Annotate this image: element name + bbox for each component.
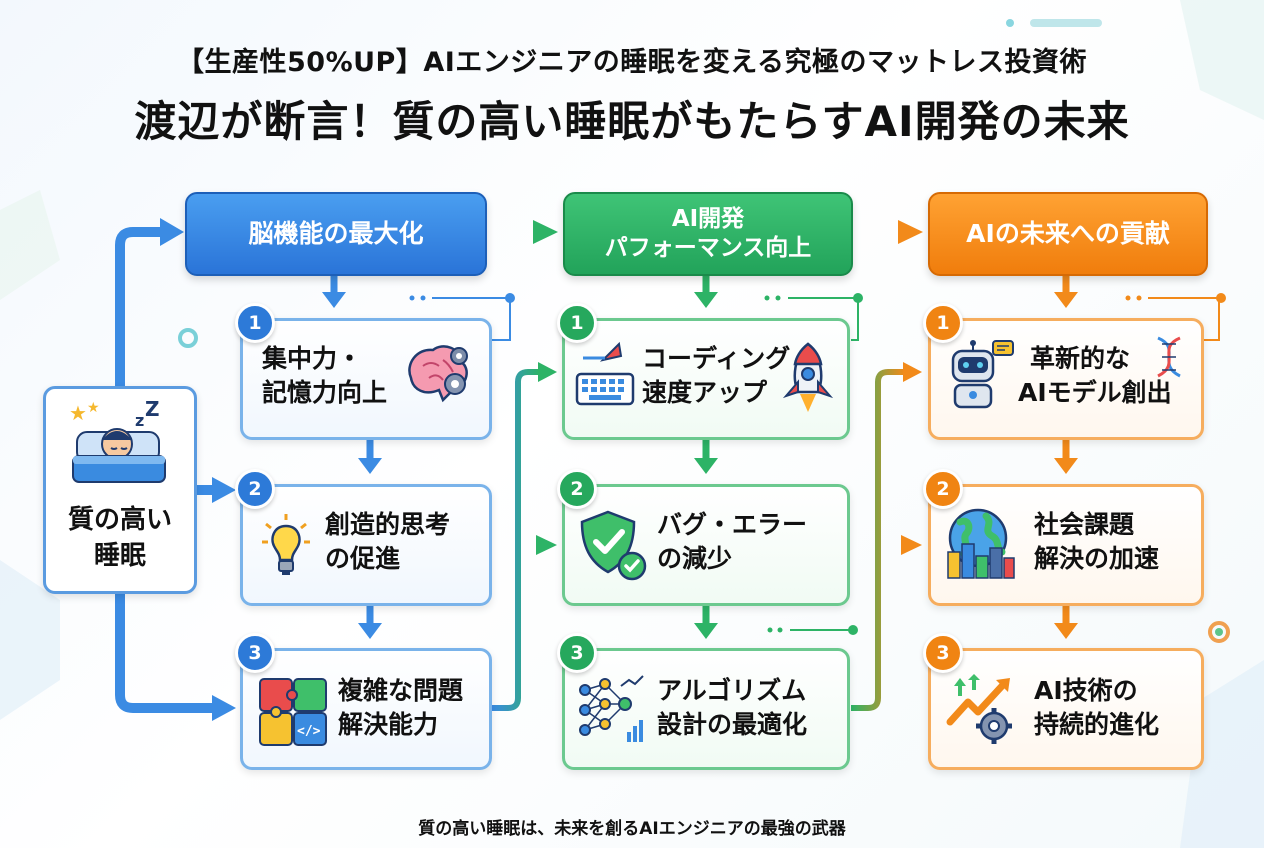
svg-text:z: z	[135, 411, 144, 430]
page-title: 渡辺が断言！質の高い睡眠がもたらすAI開発の未来	[134, 97, 1130, 146]
item-label: AI技術の持続的進化	[1034, 676, 1160, 739]
sleeping-person-icon: ★ ★ z Z	[69, 398, 166, 483]
rocket-keyboard-icon	[575, 341, 635, 406]
step-number: 1	[557, 303, 597, 343]
svg-text:★: ★	[87, 400, 100, 416]
globe-city-icon	[947, 508, 1015, 579]
brain-gears-icon	[408, 345, 468, 403]
step-number: 1	[923, 303, 963, 343]
subtitle: 【生産性50%UP】AIエンジニアの睡眠を変える究極のマットレス投資術	[177, 47, 1087, 78]
svg-text:★: ★	[69, 401, 87, 425]
footer-message: 質の高い睡眠は、未来を創るAIエンジニアの最強の武器	[418, 819, 846, 839]
step-number: 2	[923, 469, 963, 509]
item-label: 集中力・記憶力向上	[262, 344, 388, 407]
neural-network-icon	[579, 675, 644, 742]
step-number: 2	[235, 469, 275, 509]
item-label: 創造的思考の促進	[325, 510, 451, 573]
puzzle-code-icon: </>	[259, 678, 327, 746]
step-number: 1	[235, 303, 275, 343]
column-header-brain: 脳機能の最大化	[185, 192, 487, 276]
source-node	[43, 386, 197, 594]
step-number: 3	[557, 633, 597, 673]
growth-gear-icon	[946, 674, 1012, 744]
shield-check-icon	[580, 510, 647, 581]
source-label: 質の高い 睡眠	[67, 505, 172, 572]
item-label: アルゴリズム設計の最適化	[657, 676, 808, 739]
item-label: バグ・エラーの減少	[657, 510, 808, 573]
svg-text:</>: </>	[297, 724, 321, 739]
step-number: 2	[557, 469, 597, 509]
item-box-algorithm	[562, 648, 850, 770]
robot-icon	[951, 340, 1014, 409]
item-label: 複雑な問題解決能力	[338, 676, 464, 739]
item-label: 社会課題解決の加速	[1034, 510, 1160, 573]
column-header-ai-dev: AI開発パフォーマンス向上	[563, 192, 853, 276]
svg-text:Z: Z	[145, 398, 160, 421]
item-label: コーディング速度アップ	[642, 344, 791, 407]
column-header-future: AIの未来への貢献	[928, 192, 1208, 276]
dna-icon	[1157, 336, 1181, 378]
rocket-icon	[782, 342, 834, 412]
step-number: 3	[923, 633, 963, 673]
step-number: 3	[235, 633, 275, 673]
lightbulb-icon	[262, 514, 310, 575]
